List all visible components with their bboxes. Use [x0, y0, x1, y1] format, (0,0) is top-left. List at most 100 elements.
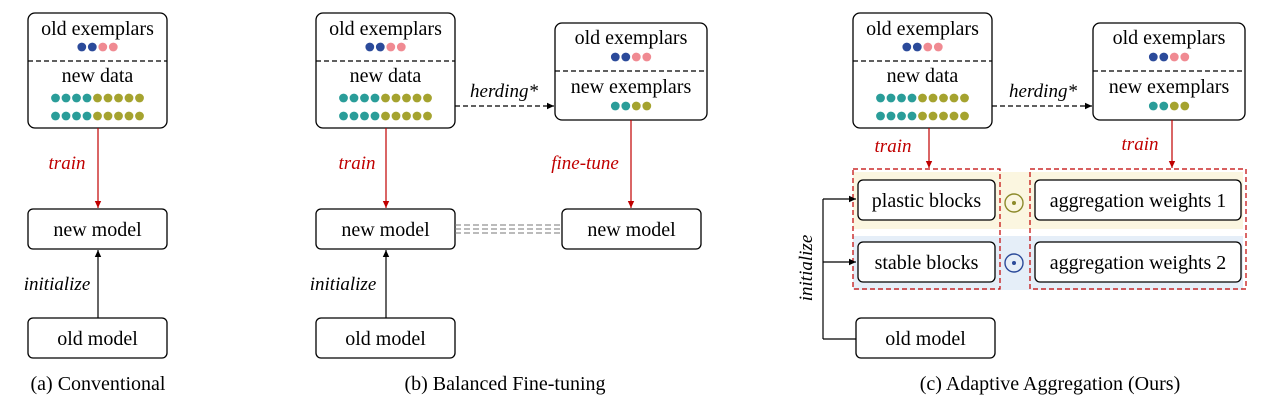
sample-dot — [72, 93, 81, 103]
sample-dot — [1159, 101, 1169, 111]
old-exemplars-label-right: old exemplars — [1113, 27, 1226, 49]
new-data-dots — [339, 93, 432, 121]
sample-dot — [907, 111, 917, 121]
new-data-label: new data — [62, 65, 134, 87]
sample-dot — [928, 93, 938, 103]
new-data-dots — [876, 93, 969, 121]
sample-dot — [1180, 101, 1190, 111]
sample-dot — [912, 42, 922, 52]
sample-dot — [103, 93, 113, 103]
sample-dot — [610, 101, 620, 111]
sample-dot — [349, 111, 359, 121]
old-exemplars-label-right: old exemplars — [575, 27, 688, 49]
sample-dot — [114, 93, 123, 103]
aggregation-weights-1-label: aggregation weights 1 — [1050, 190, 1227, 212]
sample-dot — [918, 93, 927, 103]
sample-dot — [610, 52, 620, 62]
sample-dot — [960, 93, 969, 103]
sample-dot — [135, 93, 144, 103]
sample-dot — [82, 93, 92, 103]
sample-dot — [402, 111, 411, 121]
train-label: train — [49, 153, 86, 174]
sample-dot — [1180, 52, 1190, 62]
sample-dot — [51, 93, 60, 103]
sample-dot — [370, 111, 380, 121]
herding-label: herding* — [470, 81, 538, 102]
initialize-bracket — [822, 195, 856, 340]
sample-dot — [108, 42, 118, 52]
new-model-label: new model — [53, 219, 142, 241]
old-model-box — [315, 317, 456, 359]
train-label: train — [339, 153, 376, 174]
sample-dot — [642, 52, 652, 62]
sample-dot — [897, 93, 906, 103]
sample-dot — [365, 42, 375, 52]
sample-dot — [135, 111, 144, 121]
sample-dot — [1148, 101, 1158, 111]
sample-dot — [939, 111, 948, 121]
caption-c: (c) Adaptive Aggregation (Ours) — [920, 373, 1180, 395]
old-model-label: old model — [57, 328, 138, 350]
sample-dot — [621, 52, 631, 62]
sample-dot — [61, 111, 71, 121]
sample-dot — [1169, 52, 1179, 62]
new-model-box-right — [561, 208, 702, 250]
hadamard-product-icon — [1004, 193, 1024, 213]
sample-dot — [87, 42, 97, 52]
sample-dot — [876, 111, 885, 121]
fine-tune-label: fine-tune — [551, 153, 619, 174]
sample-dot — [77, 42, 87, 52]
new-exemplars-label: new exemplars — [571, 76, 692, 98]
sample-dot — [939, 93, 948, 103]
sample-dot — [124, 93, 134, 103]
sample-dot — [370, 93, 380, 103]
old-exemplar-dots-right — [610, 52, 652, 62]
new-model-box — [27, 208, 168, 250]
trainable-weights-group — [1029, 168, 1247, 290]
sample-dot — [423, 111, 432, 121]
sample-dot — [82, 111, 92, 121]
sample-dot — [631, 52, 641, 62]
sample-dot — [402, 93, 411, 103]
old-exemplars-label: old exemplars — [866, 18, 979, 40]
sample-dot — [360, 111, 369, 121]
sample-dot — [124, 111, 134, 121]
train-label-right: train — [1122, 134, 1159, 155]
plastic-blocks-label: plastic blocks — [872, 190, 982, 212]
sample-dot — [391, 111, 401, 121]
sample-dot — [886, 111, 896, 121]
trainable-blocks-group — [852, 168, 1001, 290]
plastic-blocks-box — [857, 179, 996, 221]
sample-dot — [907, 93, 917, 103]
aggregation-weights-1-box — [1034, 179, 1242, 221]
herding-label: herding* — [1009, 81, 1077, 102]
sample-dot — [412, 111, 422, 121]
old-exemplars-label: old exemplars — [41, 18, 154, 40]
sample-dot — [103, 111, 113, 121]
sample-dot — [93, 111, 102, 121]
sample-dot — [960, 111, 969, 121]
old-model-box — [27, 317, 168, 359]
sample-dot — [423, 93, 432, 103]
sample-dot — [98, 42, 108, 52]
sample-dot — [381, 93, 390, 103]
old-exemplar-dots — [365, 42, 406, 52]
sample-dot — [621, 101, 631, 111]
sample-dot — [631, 101, 641, 111]
hadamard-product-icon — [1004, 253, 1024, 273]
old-exemplar-dots-right — [1148, 52, 1190, 62]
train-label-left: train — [875, 136, 912, 157]
sample-dot — [412, 93, 422, 103]
sample-dot — [339, 93, 348, 103]
new-exemplar-dots — [610, 101, 652, 111]
old-exemplars-label: old exemplars — [329, 18, 442, 40]
sample-dot — [928, 111, 938, 121]
sample-dot — [886, 93, 896, 103]
new-exemplar-dots — [1148, 101, 1190, 111]
panel-b-balanced-fine-tuning: old exemplars new data herding* old exem… — [310, 12, 708, 395]
panel-c-adaptive-aggregation: old exemplars new data herding* old exem… — [796, 12, 1247, 395]
sample-dot — [876, 93, 885, 103]
caption-a: (a) Conventional — [31, 373, 166, 395]
sample-dot — [918, 111, 927, 121]
stable-blocks-box — [857, 241, 996, 283]
